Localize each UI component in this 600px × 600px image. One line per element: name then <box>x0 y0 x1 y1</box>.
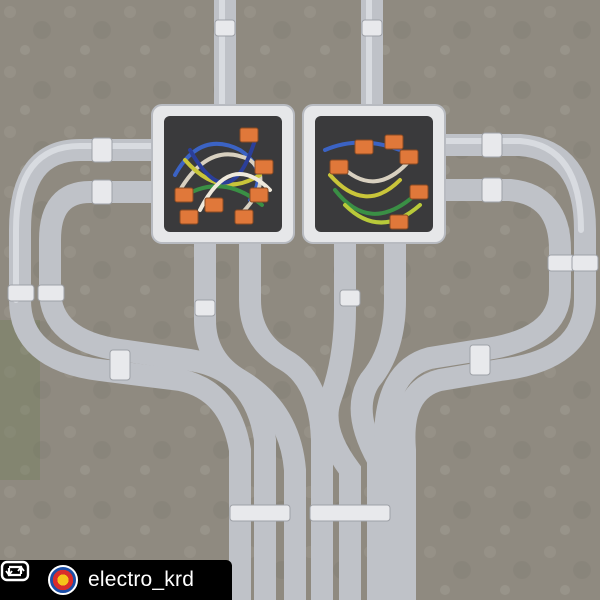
conduit-left-outer <box>9 139 251 600</box>
junction-box-right <box>302 104 446 244</box>
username-label[interactable]: electro_krd <box>88 568 195 591</box>
conduit-clips <box>7 19 599 522</box>
conduit-left-box-a <box>194 229 306 600</box>
repost-icon <box>0 560 42 592</box>
junction-box-left <box>151 104 295 244</box>
conduit-right-inner <box>374 179 571 600</box>
repost-bar: electro_krd <box>0 560 232 600</box>
avatar[interactable] <box>48 565 78 595</box>
conduit-group <box>9 0 596 600</box>
conduit-right-box-a <box>316 229 361 600</box>
conduit-highlights <box>13 0 584 303</box>
conduit-right-box-b <box>350 229 406 600</box>
